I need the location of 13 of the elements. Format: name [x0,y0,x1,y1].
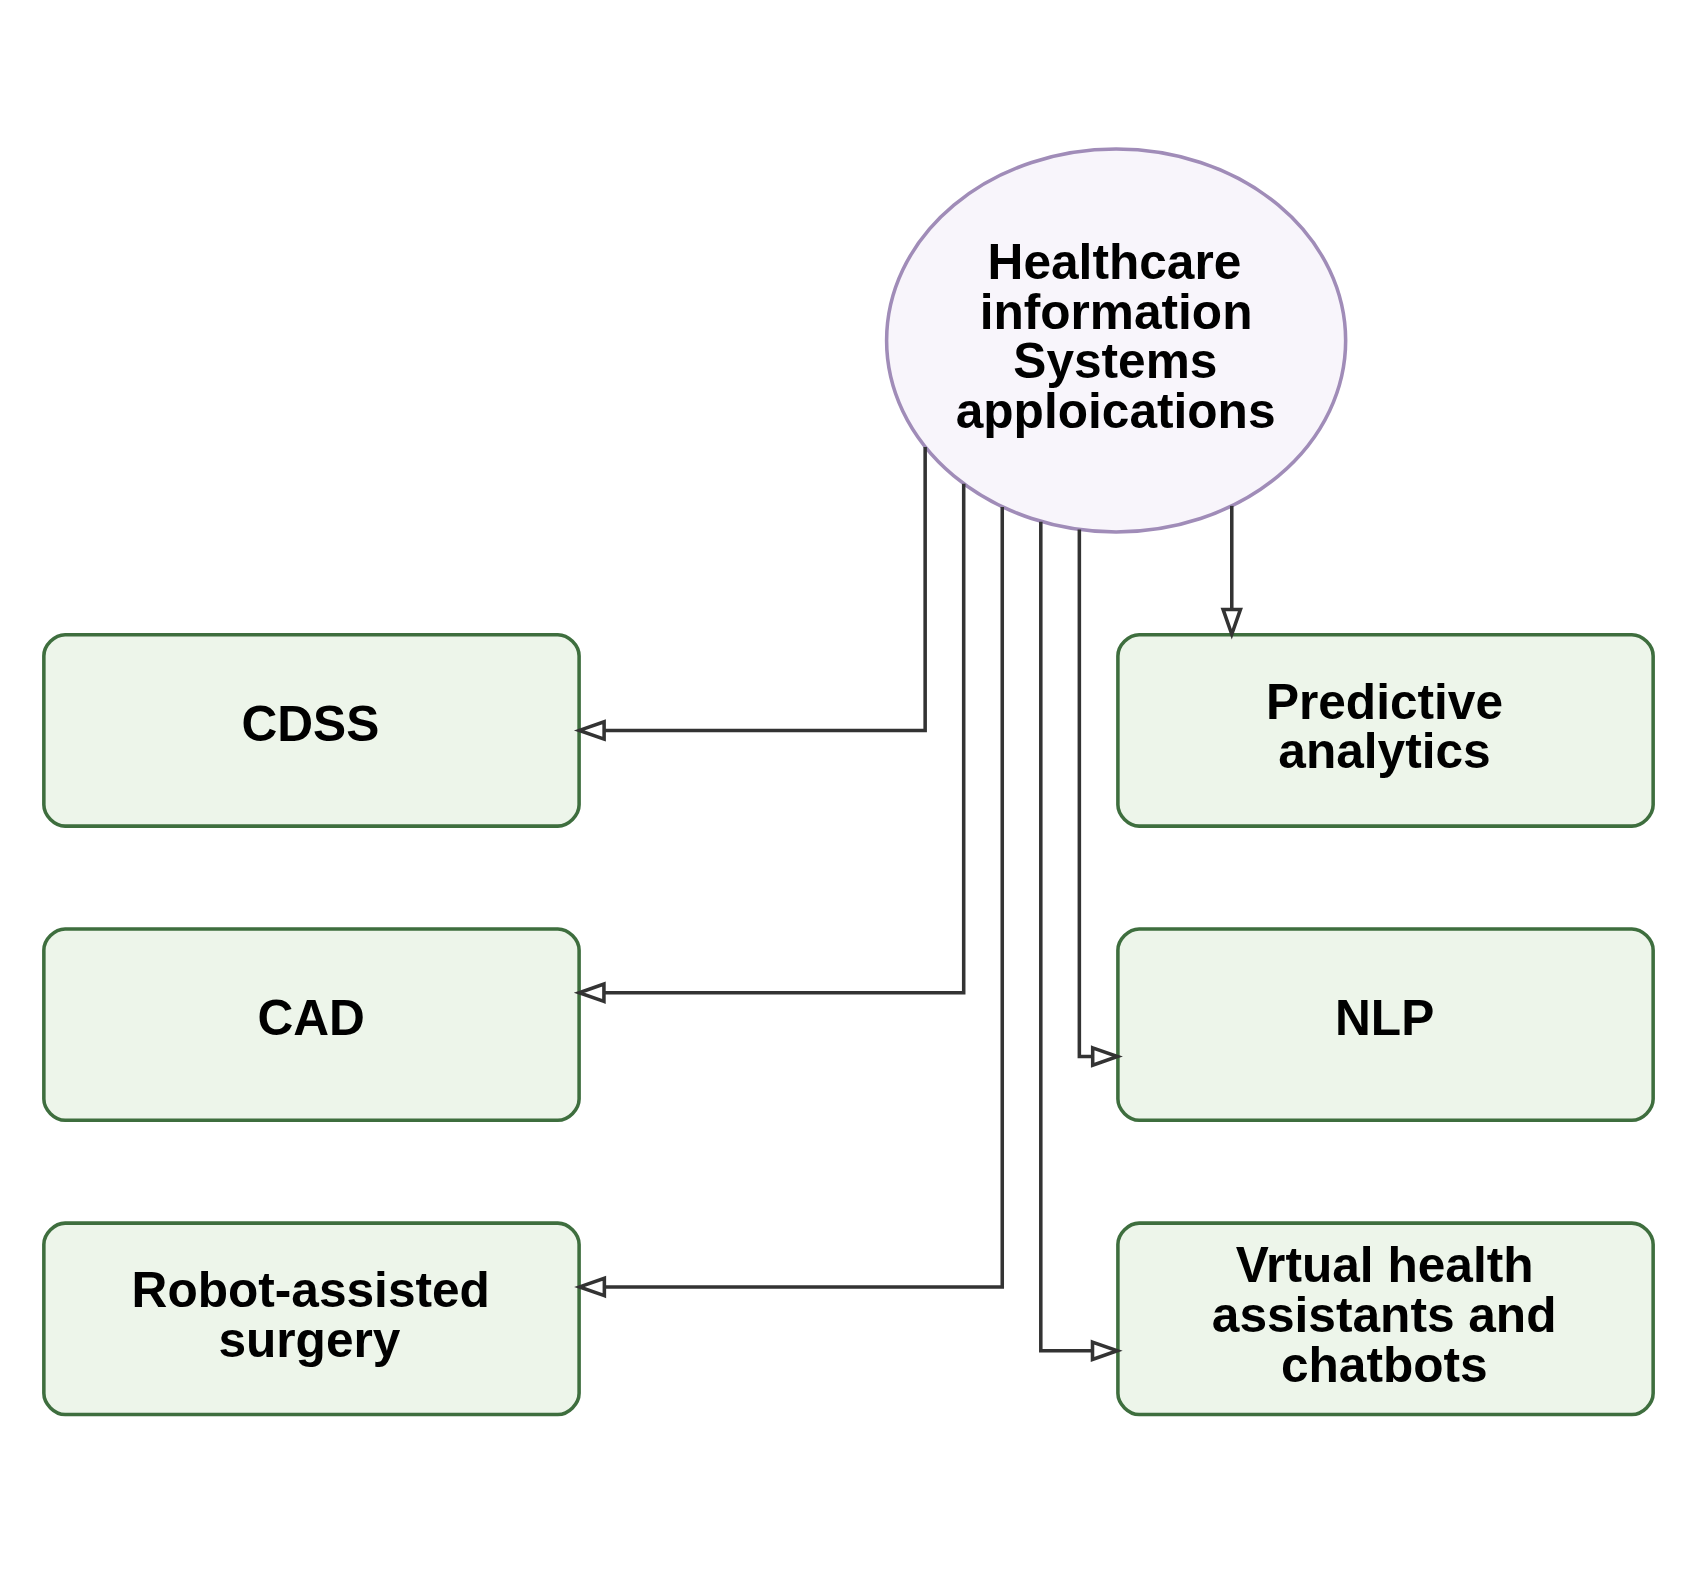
node-box: Predictive analytics [1116,632,1655,828]
node-box: Vrtual health assistants and chatbots [1116,1220,1655,1416]
arrow [573,483,966,1004]
node-ellipse: Healthcare information Systems apploications [884,146,1348,534]
node-box: NLP [1116,926,1655,1122]
arrow [573,446,927,742]
arrow [1077,529,1123,1068]
node-box: CDSS [42,632,581,828]
node-box: CAD [42,926,581,1122]
arrow [574,506,1004,1298]
node-box: Robot-assisted surgery [42,1220,581,1416]
arrow [1039,521,1123,1362]
arrow [1220,505,1243,640]
